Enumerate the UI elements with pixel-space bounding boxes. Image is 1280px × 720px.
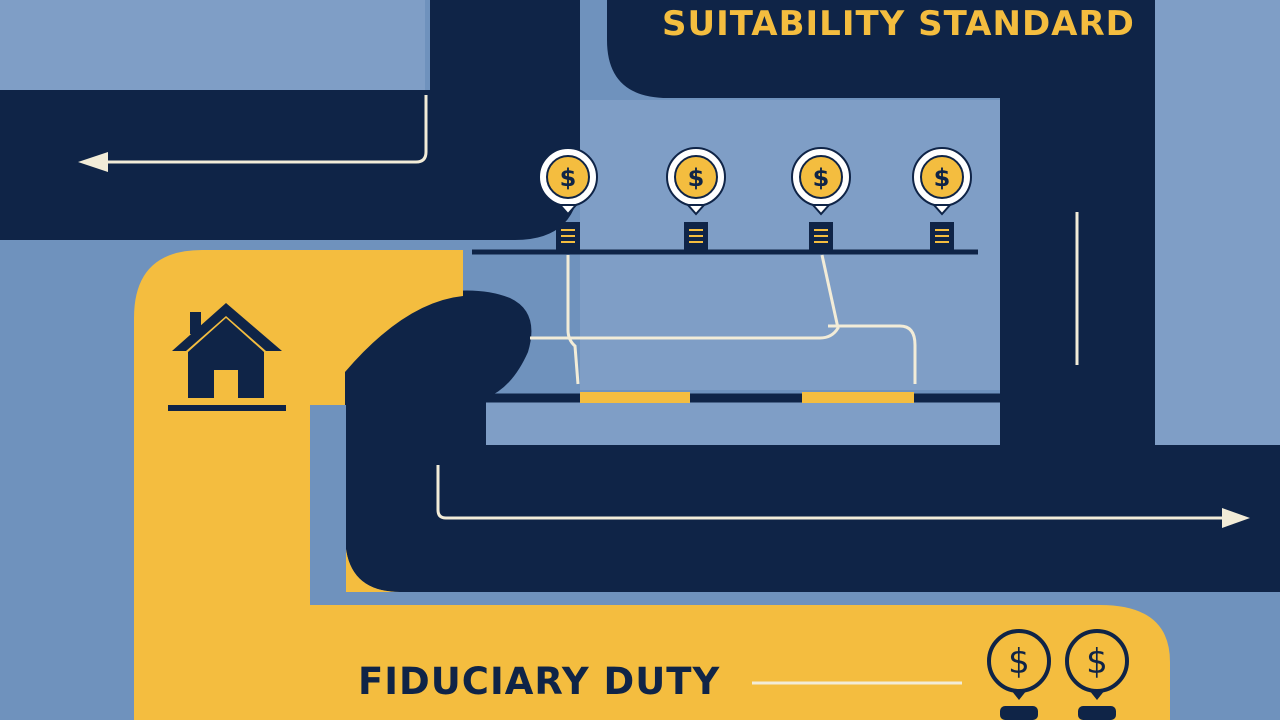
dollar-glyph: $ <box>1086 642 1108 682</box>
fiduciary-duty-label: FIDUCIARY DUTY <box>358 660 721 703</box>
connector-left <box>566 255 580 385</box>
right-panel <box>1155 0 1280 445</box>
dollar-coin-icon <box>546 155 590 199</box>
dollar-glyph: $ <box>1008 642 1030 682</box>
money-bag-icon <box>1065 629 1129 720</box>
money-pin-4 <box>912 147 972 250</box>
dollar-coin-icon <box>799 155 843 199</box>
house-icon <box>168 303 286 411</box>
connector-middle <box>530 254 840 340</box>
left-arrow-line <box>100 95 428 164</box>
road-bar-2 <box>802 392 914 403</box>
dollar-glyph: $ <box>560 164 577 192</box>
dollar-glyph: $ <box>934 164 951 192</box>
money-pin-2 <box>666 147 726 250</box>
lower-panel <box>486 398 1000 446</box>
left-arrowhead-icon <box>78 152 108 172</box>
dollar-glyph: $ <box>688 164 705 192</box>
upper-left-road <box>0 0 580 240</box>
upper-right-road <box>607 0 1155 445</box>
money-bag-icon <box>987 629 1051 720</box>
connector-right <box>828 324 917 384</box>
money-pin-3 <box>791 147 851 250</box>
right-arrow-line <box>436 465 1225 520</box>
dollar-coin-icon <box>674 155 718 199</box>
road-bar-1 <box>580 392 690 403</box>
dollar-coin-icon <box>920 155 964 199</box>
money-pin-1 <box>538 147 598 250</box>
top-left-panel <box>0 0 425 90</box>
path-gap <box>310 405 346 595</box>
dollar-glyph: $ <box>813 164 830 192</box>
right-arrowhead-icon <box>1222 508 1250 528</box>
suitability-standard-label: SUITABILITY STANDARD <box>662 4 1135 44</box>
